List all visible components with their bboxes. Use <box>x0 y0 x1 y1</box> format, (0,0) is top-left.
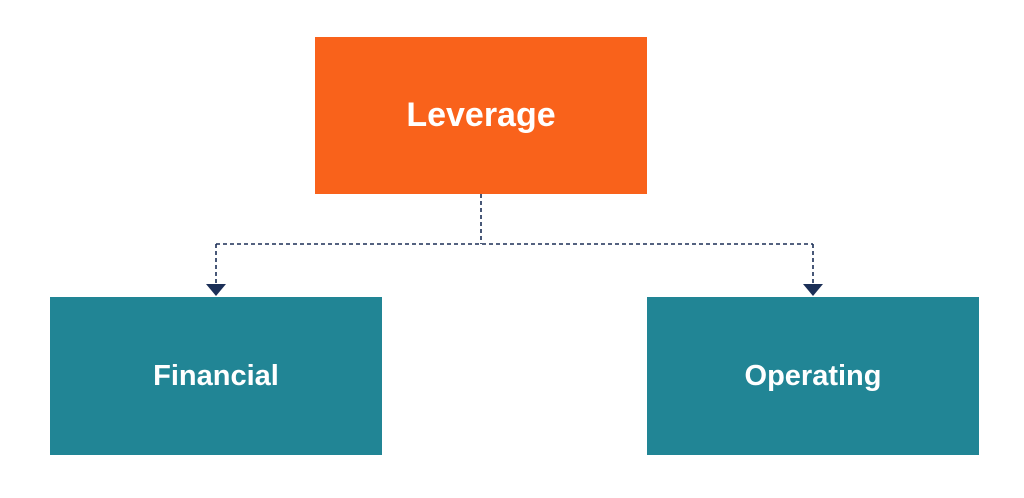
arrowhead-left-icon <box>206 284 226 296</box>
node-operating: Operating <box>647 297 979 455</box>
node-leverage-label: Leverage <box>406 96 556 134</box>
node-financial: Financial <box>50 297 382 455</box>
node-leverage: Leverage <box>315 37 647 194</box>
arrowhead-right-icon <box>803 284 823 296</box>
node-financial-label: Financial <box>153 359 279 392</box>
node-operating-label: Operating <box>744 359 882 392</box>
